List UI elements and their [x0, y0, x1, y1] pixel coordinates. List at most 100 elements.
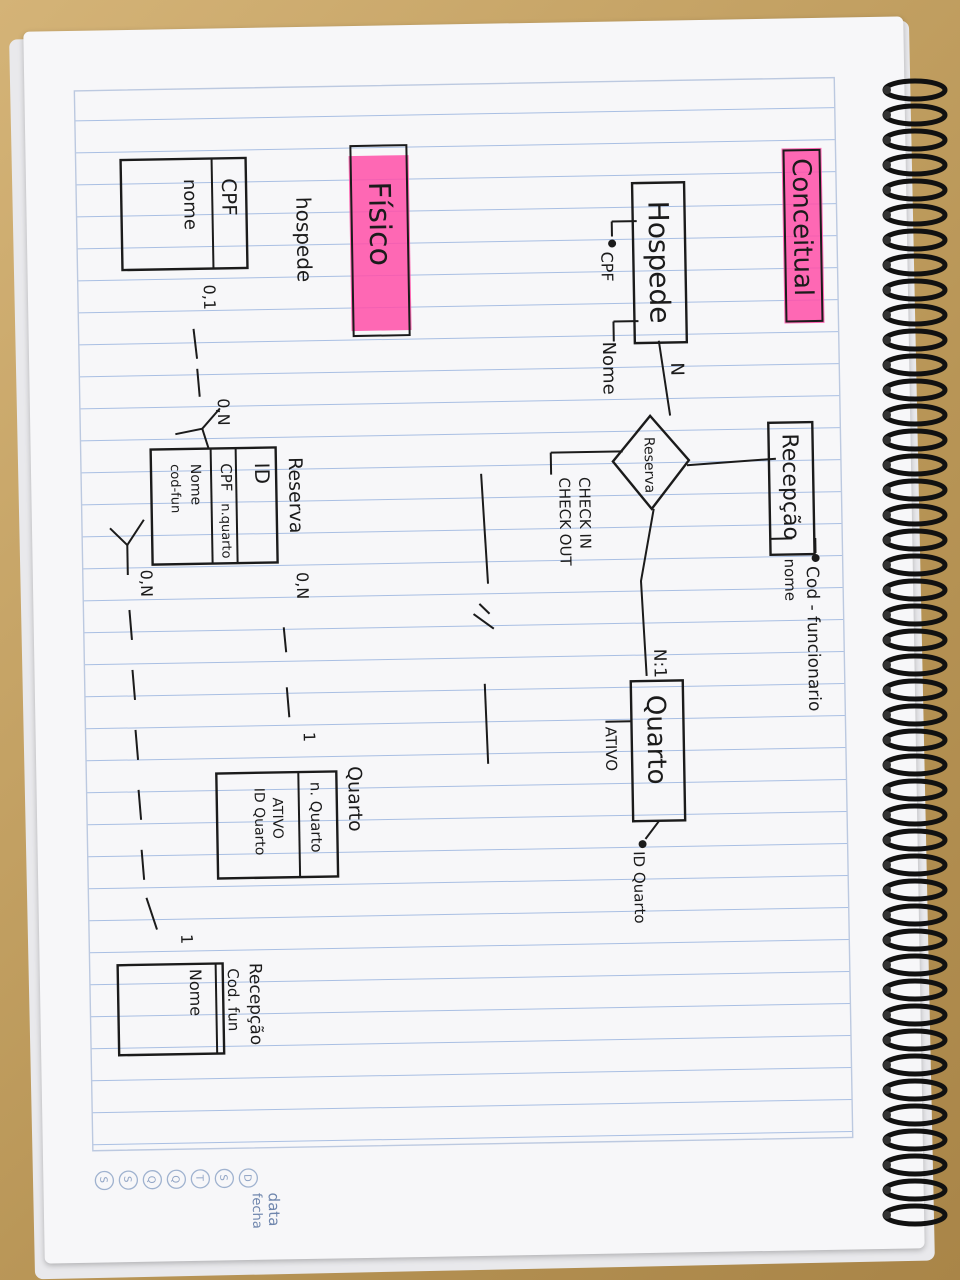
binding-hole	[883, 511, 891, 519]
spiral-ring	[882, 803, 948, 827]
attr-hospede-cpf: CPF	[597, 251, 617, 281]
spiral-ring	[882, 753, 948, 777]
spiral-ring	[882, 403, 948, 427]
spiral-ring	[882, 478, 948, 502]
spiral-ring	[882, 303, 948, 327]
fisico-title: Físico	[361, 181, 397, 266]
table-box	[116, 962, 226, 1057]
field: cod-fun	[167, 464, 183, 513]
spiral-ring	[882, 853, 948, 877]
binding-hole	[883, 86, 891, 94]
binding-hole	[883, 1136, 891, 1144]
day-letter: S	[217, 1174, 228, 1181]
spiral-ring	[882, 978, 948, 1002]
footer-data-label: data	[265, 1192, 284, 1226]
spiral-ring	[882, 1203, 948, 1227]
spiral-ring	[882, 678, 948, 702]
card-reserva-left: 0,N	[214, 398, 233, 426]
field: ID	[250, 462, 274, 484]
ruled-line	[83, 619, 844, 634]
diamond-shape	[611, 414, 691, 511]
binding-hole	[883, 136, 891, 144]
field: CPF	[217, 463, 235, 491]
spiral-ring	[882, 928, 948, 952]
binding-hole	[883, 211, 891, 219]
ruled-line	[88, 875, 849, 890]
spiral-ring	[882, 1178, 948, 1202]
ruled-line	[79, 363, 840, 378]
attr-recepcao-nome: nome	[781, 558, 800, 601]
day-circle: T	[190, 1169, 211, 1189]
ruled-line	[86, 747, 846, 762]
spiral-ring	[882, 603, 948, 627]
ruled-line	[82, 523, 843, 538]
spiral-ring	[882, 778, 948, 802]
ruled-line	[77, 235, 838, 250]
binding-hole	[883, 736, 891, 744]
spiral-ring	[882, 1028, 948, 1052]
card-hospede-reserva: N	[666, 362, 687, 376]
ruled-line	[75, 139, 836, 154]
spiral-ring	[882, 253, 948, 277]
binding-hole	[883, 1036, 891, 1044]
conceptual-title: Conceitual	[786, 158, 818, 296]
spiral-ring	[882, 578, 948, 602]
day-letter: Q	[169, 1175, 180, 1183]
binding-hole	[883, 886, 891, 894]
entity-recepcao: Recepção	[767, 420, 816, 557]
day-letter: T	[193, 1174, 204, 1182]
key-attribute-dot	[608, 239, 617, 248]
table-recepcao-title: Recepção	[245, 963, 266, 1046]
spiral-ring	[882, 228, 948, 252]
day-circle: Q	[166, 1169, 187, 1189]
field: ATIVO	[269, 797, 286, 839]
entity-label: Recepção	[776, 433, 803, 540]
spiral-ring	[882, 1003, 948, 1027]
spiral-ring	[882, 878, 948, 902]
attr-quarto-ativo: ATIVO	[602, 726, 621, 771]
binding-hole	[883, 961, 891, 969]
spiral-ring	[882, 1153, 948, 1177]
ruled-line	[78, 299, 839, 314]
ruled-line	[76, 203, 837, 218]
binding-hole	[883, 1086, 891, 1094]
ruled-line	[83, 587, 844, 602]
table-hospede-title: hospede	[291, 197, 316, 283]
binding-hole	[883, 1161, 891, 1169]
spiral-ring	[882, 278, 948, 302]
day-letter: Q	[145, 1176, 156, 1184]
binding-hole	[883, 386, 891, 394]
attr-checkout: CHECK OUT	[555, 477, 575, 566]
binding-hole	[883, 836, 891, 844]
ruled-line	[84, 651, 845, 666]
binding-hole	[883, 611, 891, 619]
binding-hole	[883, 786, 891, 794]
spiral-ring	[882, 628, 948, 652]
card-recepcao-side: 1	[177, 934, 196, 945]
section-fisico: Físico	[348, 144, 412, 338]
card-quarto-reserva: N:1	[649, 649, 670, 679]
spiral-ring	[882, 178, 948, 202]
field: n. Quarto	[306, 782, 325, 853]
table-box	[119, 156, 249, 272]
spiral-ring	[882, 153, 948, 177]
notebook-page: Conceitual Hospede CPF Nome N Reserva CH…	[23, 16, 925, 1264]
relationship-reserva: Reserva	[611, 414, 691, 511]
spiral-ring	[882, 653, 948, 677]
card-reserva-right: 0,N	[293, 572, 312, 600]
day-letter: S	[121, 1176, 132, 1183]
day-letter: D	[241, 1174, 252, 1182]
binding-hole	[883, 1011, 891, 1019]
day-circle: S	[118, 1170, 139, 1190]
attr-recepcao-cod: Cod - funcionario	[802, 566, 825, 712]
binding-hole	[883, 486, 891, 494]
table-box	[215, 770, 340, 880]
binding-hole	[883, 1111, 891, 1119]
ruled-line	[80, 427, 841, 442]
ruled-lines	[74, 107, 853, 1146]
table-quarto: n. Quarto ATIVO ID Quarto	[215, 770, 340, 880]
ruled-line	[85, 715, 846, 730]
card-hospede-side: 0,1	[200, 284, 219, 310]
spiral-ring	[882, 203, 948, 227]
